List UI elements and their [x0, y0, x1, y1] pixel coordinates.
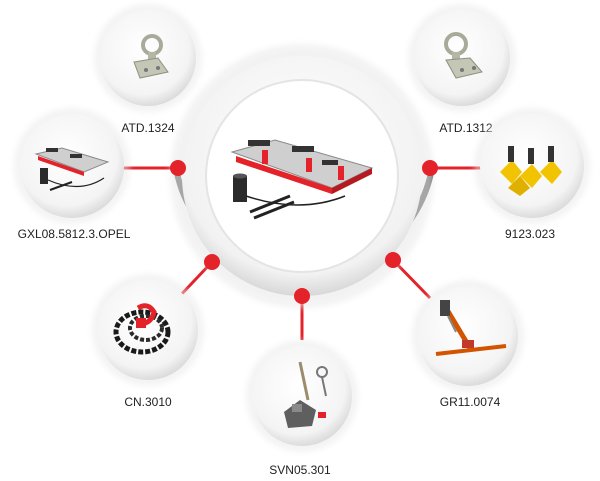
product-node[interactable]: CN.3010: [92, 274, 204, 409]
product-label: ATD.1324: [121, 121, 174, 135]
product-node[interactable]: SVN05.301: [246, 340, 358, 477]
junction-dot-bottom: [294, 288, 310, 304]
puller-tower-icon: [284, 361, 328, 428]
junction-dot-right: [422, 160, 438, 176]
junction-dot-left: [170, 160, 186, 176]
center-bubble: [170, 44, 434, 308]
product-label: SVN05.301: [269, 463, 331, 477]
chain-hook-icon: [113, 303, 171, 355]
product-node[interactable]: GR11.0074: [412, 280, 524, 409]
product-node[interactable]: 9123.023: [474, 108, 590, 241]
bench-fixture-icon: [34, 147, 110, 191]
product-label: GR11.0074: [440, 395, 501, 409]
eye-bolt-icon: [133, 34, 169, 79]
frame-bench-icon: [230, 139, 374, 220]
yellow-clamps-icon: [500, 146, 562, 196]
product-label: ATD.1312: [439, 121, 492, 135]
product-label: CN.3010: [124, 395, 172, 409]
product-node[interactable]: ATD.1324: [94, 4, 202, 135]
junction-dot-bottom-right: [385, 252, 401, 268]
product-node[interactable]: ATD.1312: [408, 4, 516, 135]
product-label: GXL08.5812.3.OPEL: [18, 227, 131, 241]
eye-bolt-icon: [444, 32, 483, 79]
junction-dots: [170, 160, 438, 304]
connector-bottom-right: [391, 258, 432, 300]
product-node[interactable]: GXL08.5812.3.OPEL: [14, 108, 131, 241]
junction-dot-bottom-left: [204, 254, 220, 270]
product-label: 9123.023: [505, 227, 555, 241]
pull-arm-icon: [435, 300, 507, 356]
